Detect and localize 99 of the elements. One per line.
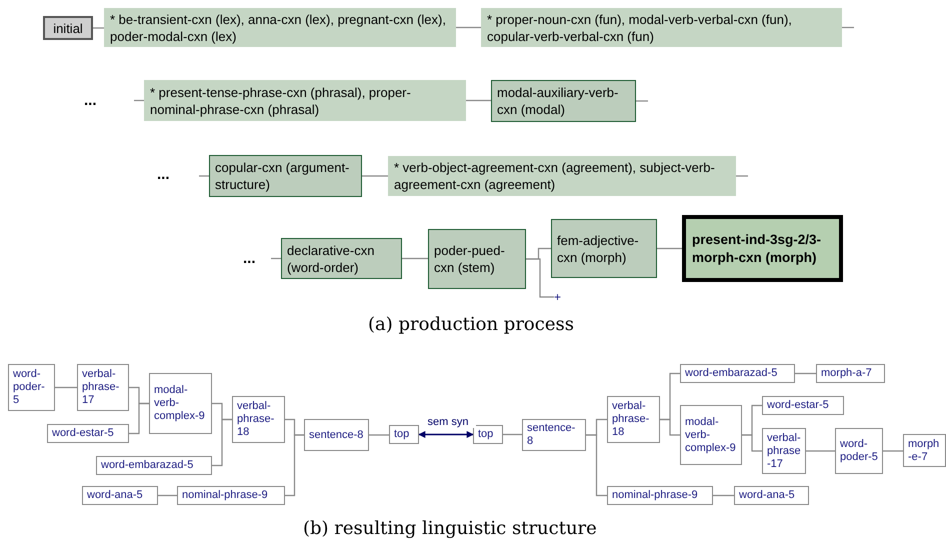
connector-line bbox=[713, 494, 734, 496]
candidate-box bbox=[481, 8, 842, 47]
node-label: present-ind-3sg-2/3-morph-cxn (morph) bbox=[692, 230, 822, 266]
node-label: morph-e-7 bbox=[908, 438, 940, 464]
unit-box bbox=[473, 425, 503, 444]
connector-line bbox=[586, 434, 607, 496]
unit-box bbox=[816, 364, 885, 383]
node-label: modal-verb-complex-9 bbox=[685, 416, 737, 454]
unit-box bbox=[232, 396, 285, 443]
node-label: * proper-noun-cxn (fun), modal-verb-verbal-cxn (fun), copular-verb-verbal-cxn (fun) bbox=[487, 10, 793, 44]
unit-box bbox=[680, 364, 795, 383]
connector-line bbox=[456, 26, 481, 28]
node-label: verbal-phrase-17 bbox=[82, 368, 120, 407]
unit-box bbox=[835, 428, 883, 474]
unit-box bbox=[903, 434, 946, 467]
connector-line bbox=[736, 175, 748, 177]
connector-line bbox=[158, 494, 177, 496]
connector-line bbox=[883, 450, 903, 452]
node-label: * verb-object-agreement-cxn (agreement), subject-verb-agreement-cxn (agreement) bbox=[394, 159, 716, 193]
connector-line bbox=[199, 175, 209, 177]
node-label: word-estar-5 bbox=[52, 427, 114, 440]
node-label: word-estar-5 bbox=[767, 399, 829, 412]
subfigure-caption: (a) production process bbox=[368, 314, 574, 335]
node-label: nominal-phrase-9 bbox=[612, 489, 698, 502]
construction-box bbox=[551, 219, 657, 278]
node-label: sentence-8 bbox=[527, 422, 576, 448]
node-label: top bbox=[478, 428, 494, 441]
node-label: word-embarazad-5 bbox=[101, 459, 194, 472]
unit-box bbox=[177, 486, 285, 505]
connector-line bbox=[657, 248, 682, 250]
node-label: word-ana-5 bbox=[87, 489, 143, 502]
construction-box bbox=[491, 80, 636, 122]
node-label: word-poder-5 bbox=[13, 368, 46, 407]
subfigure-caption: (b) resulting linguistic structure bbox=[303, 518, 597, 539]
double-arrow bbox=[418, 431, 474, 438]
connector-line bbox=[842, 26, 854, 28]
unit-box bbox=[680, 405, 742, 465]
connector-line bbox=[369, 434, 389, 436]
unit-box bbox=[304, 419, 369, 451]
node-label: fem-adjective-cxn (morph) bbox=[557, 232, 640, 266]
node-label: word-ana-5 bbox=[739, 489, 795, 502]
connector-line bbox=[526, 258, 554, 298]
node-label: initial bbox=[53, 20, 83, 36]
node-label: copular-cxn (argument-structure) bbox=[215, 159, 350, 193]
node-label: word-embarazad-5 bbox=[685, 367, 778, 380]
unit-box bbox=[522, 419, 586, 451]
unit-box bbox=[762, 396, 844, 415]
connector-line bbox=[362, 175, 388, 177]
construction-box bbox=[281, 238, 402, 279]
start-box bbox=[43, 16, 93, 40]
unit-box bbox=[8, 364, 55, 411]
candidate-box bbox=[104, 8, 456, 47]
unit-box bbox=[734, 486, 809, 505]
unit-box bbox=[389, 425, 419, 444]
ellipsis: ... bbox=[243, 250, 256, 267]
unit-box bbox=[607, 486, 713, 505]
node-label: top bbox=[394, 428, 410, 441]
connector-line bbox=[402, 258, 428, 260]
node-label: sentence-8 bbox=[309, 428, 364, 442]
connector-line bbox=[806, 450, 835, 452]
unit-box bbox=[82, 486, 158, 505]
node-label: word-poder-5 bbox=[840, 438, 878, 464]
unit-box bbox=[607, 396, 660, 443]
node-label: modal-auxiliary-verb-cxn (modal) bbox=[497, 84, 620, 118]
node-label: verbal-phrase-18 bbox=[237, 400, 276, 439]
connector-line bbox=[271, 258, 281, 260]
connector-line bbox=[660, 418, 680, 436]
ellipsis: ... bbox=[157, 166, 170, 183]
node-label: morph-a-7 bbox=[821, 367, 872, 380]
node-label: declarative-cxn (word-order) bbox=[287, 242, 376, 276]
node-label: verbal-phrase-18 bbox=[612, 400, 650, 439]
ellipsis: ... bbox=[84, 92, 97, 109]
connector-line bbox=[212, 418, 232, 466]
connector-line bbox=[636, 100, 648, 102]
unit-box bbox=[96, 456, 212, 475]
connector-line bbox=[742, 434, 762, 452]
final-construction-box bbox=[682, 215, 843, 282]
node-label: * be-transient-cxn (lex), anna-cxn (lex), pregnant-cxn (lex), poder-modal-cxn (lex) bbox=[110, 10, 447, 44]
connector-line bbox=[55, 386, 77, 388]
construction-box bbox=[428, 229, 526, 289]
plus-sign: + bbox=[554, 291, 562, 303]
node-label: nominal-phrase-9 bbox=[182, 489, 268, 502]
candidate-box bbox=[388, 156, 736, 196]
connector-line bbox=[134, 100, 144, 102]
node-label: * present-tense-phrase-cxn (phrasal), proper-nominal-phrase-cxn (phrasal) bbox=[150, 84, 412, 118]
unit-box bbox=[47, 424, 129, 443]
connector-line bbox=[466, 100, 491, 102]
connector-line bbox=[93, 27, 104, 29]
unit-box bbox=[77, 364, 129, 411]
construction-box bbox=[209, 155, 362, 197]
node-label: poder-pued-cxn (stem) bbox=[434, 242, 506, 276]
connector-line bbox=[129, 402, 149, 434]
connector-line bbox=[503, 434, 522, 436]
node-label: modal-verb-complex-9 bbox=[154, 384, 206, 423]
connector-line bbox=[285, 434, 304, 496]
node-label: verbal-phrase-17 bbox=[767, 432, 801, 470]
connector-line bbox=[795, 372, 816, 374]
unit-box bbox=[149, 373, 212, 434]
candidate-box bbox=[144, 80, 466, 121]
